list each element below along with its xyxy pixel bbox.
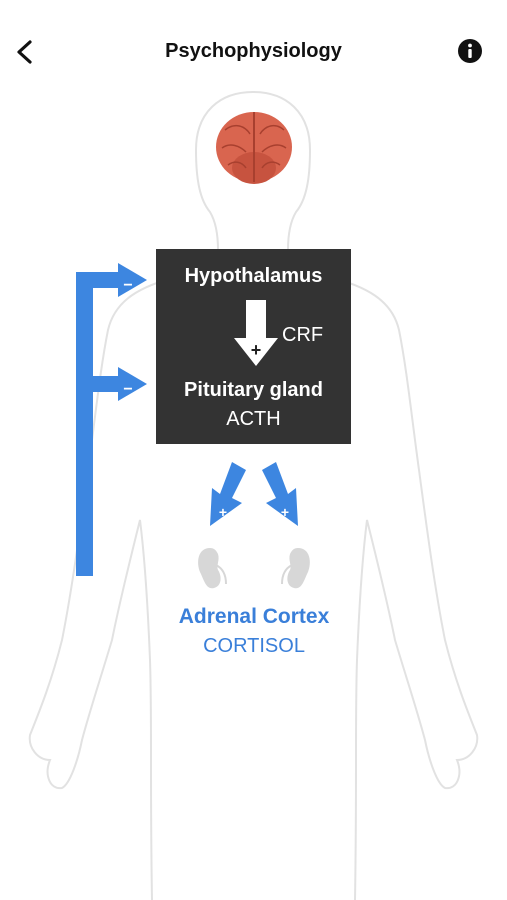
svg-text:−: − bbox=[123, 381, 132, 398]
brain-icon bbox=[216, 112, 292, 184]
acth-arrow-left: + bbox=[210, 462, 246, 526]
pituitary-label: Pituitary gland bbox=[184, 379, 323, 401]
crf-arrow: + bbox=[234, 300, 278, 366]
svg-text:−: − bbox=[123, 277, 132, 294]
back-button[interactable] bbox=[10, 36, 42, 68]
crf-label: CRF bbox=[282, 324, 324, 346]
acth-label: ACTH bbox=[226, 408, 281, 430]
svg-text:+: + bbox=[219, 504, 227, 520]
hypothalamus-label: Hypothalamus bbox=[184, 265, 323, 287]
cortisol-label: CORTISOL bbox=[203, 635, 305, 657]
nav-bar: Psychophysiology bbox=[0, 0, 507, 100]
body-outline bbox=[28, 91, 479, 900]
info-circle-icon bbox=[458, 39, 482, 63]
svg-text:+: + bbox=[251, 340, 262, 360]
kidney-left-icon bbox=[198, 548, 227, 589]
adrenal-cortex-label: Adrenal Cortex bbox=[178, 605, 330, 628]
kidney-right-icon bbox=[281, 548, 310, 589]
acth-arrow-right: + bbox=[262, 462, 298, 526]
page-title: Psychophysiology bbox=[165, 40, 342, 62]
svg-text:+: + bbox=[281, 504, 289, 520]
feedback-arrow: − − bbox=[76, 263, 147, 576]
info-button[interactable] bbox=[457, 38, 483, 64]
chevron-left-icon bbox=[17, 40, 32, 64]
